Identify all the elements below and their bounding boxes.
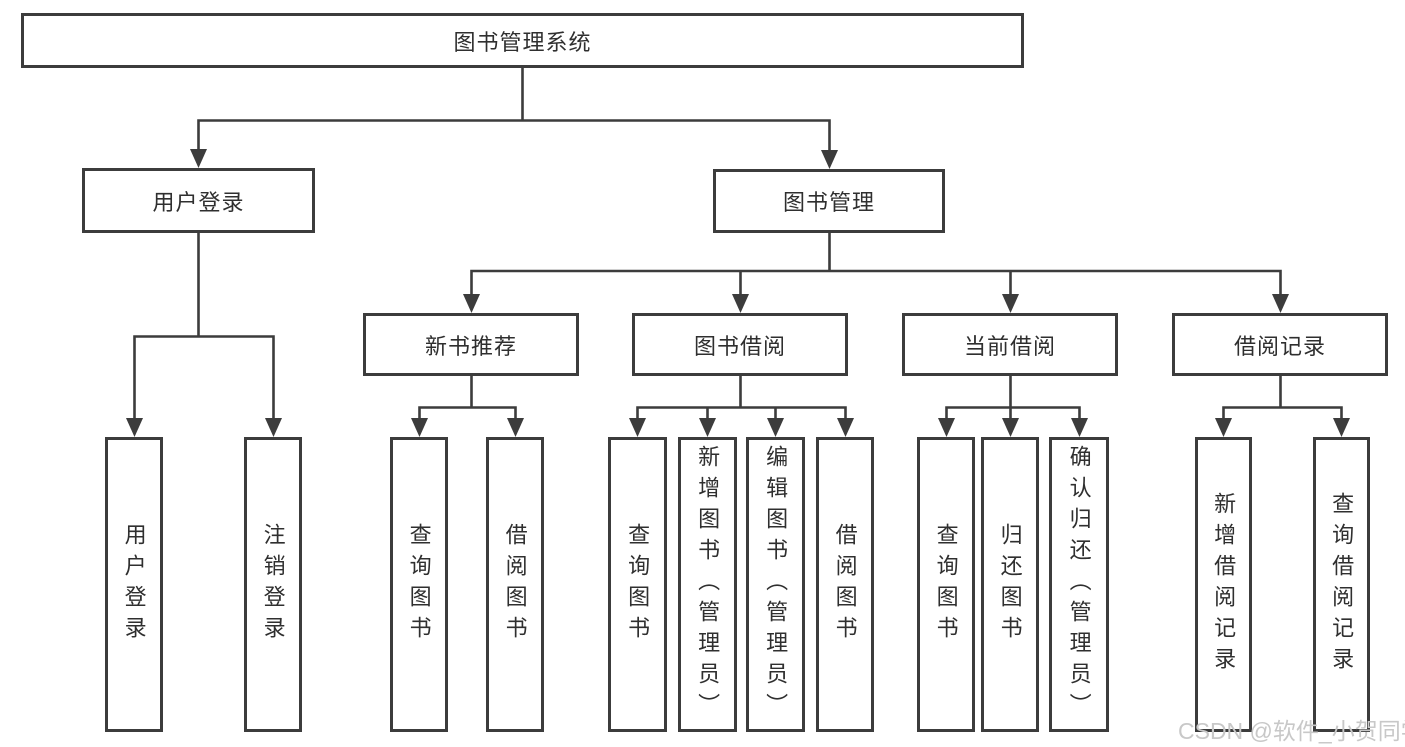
leaf-add-borrow-record: 新增借阅记录: [1195, 437, 1252, 732]
leaf-add-books-admin: 新增图书（管理员）: [678, 437, 737, 732]
node-new-book-recommendation: 新书推荐: [363, 313, 579, 376]
arrowhead-icon: [411, 418, 428, 437]
arrowhead-icon: [190, 149, 207, 168]
arrowhead-icon: [1002, 294, 1019, 313]
leaf-label: 注销登录: [260, 522, 286, 647]
arrowhead-icon: [767, 418, 784, 437]
arrowhead-icon: [699, 418, 716, 437]
leaf-confirm-return-admin: 确认归还（管理员）: [1049, 437, 1109, 732]
arrowhead-icon: [463, 294, 480, 313]
node-book-borrowing: 图书借阅: [632, 313, 848, 376]
leaf-edit-books-admin: 编辑图书（管理员）: [746, 437, 805, 732]
arrowhead-icon: [837, 418, 854, 437]
leaf-query-borrow-record: 查询借阅记录: [1313, 437, 1370, 732]
leaf-label: 查询图书: [406, 522, 432, 647]
leaf-user-login: 用户登录: [105, 437, 163, 732]
csdn-watermark: CSDN @软件_小贺同学: [1178, 718, 1405, 744]
arrowhead-icon: [1002, 418, 1019, 437]
arrowhead-icon: [265, 418, 282, 437]
leaf-borrow-books: 借阅图书: [816, 437, 874, 732]
leaf-label: 归还图书: [997, 522, 1023, 647]
arrowhead-icon: [629, 418, 646, 437]
leaf-label: 查询图书: [933, 522, 959, 647]
leaf-borrow-books: 借阅图书: [486, 437, 544, 732]
leaf-label: 编辑图书（管理员）: [763, 445, 789, 724]
leaf-label: 确认归还（管理员）: [1066, 445, 1092, 724]
node-current-borrowing: 当前借阅: [902, 313, 1118, 376]
leaf-query-books: 查询图书: [917, 437, 975, 732]
leaf-query-books: 查询图书: [608, 437, 667, 732]
tree-connector-path: [133, 68, 1343, 420]
arrowhead-icon: [507, 418, 524, 437]
node-user-login: 用户登录: [82, 168, 315, 233]
leaf-query-books: 查询图书: [390, 437, 448, 732]
leaf-label: 借阅图书: [832, 522, 858, 647]
arrowhead-icon: [821, 150, 838, 169]
node-borrowing-records: 借阅记录: [1172, 313, 1388, 376]
leaf-label: 新增借阅记录: [1211, 491, 1237, 678]
leaf-label: 查询借阅记录: [1329, 491, 1355, 678]
arrowhead-icon: [1333, 418, 1350, 437]
leaf-label: 查询图书: [625, 522, 651, 647]
arrowhead-icon: [1215, 418, 1232, 437]
leaf-label: 借阅图书: [502, 522, 528, 647]
node-book-management: 图书管理: [713, 169, 945, 233]
arrowhead-icon: [126, 418, 143, 437]
leaf-return-books: 归还图书: [981, 437, 1039, 732]
arrowhead-icon: [938, 418, 955, 437]
arrowhead-icon: [1071, 418, 1088, 437]
leaf-label: 用户登录: [121, 522, 147, 647]
arrowhead-icon: [1272, 294, 1289, 313]
leaf-logout: 注销登录: [244, 437, 302, 732]
arrowhead-icon: [732, 294, 749, 313]
leaf-label: 新增图书（管理员）: [695, 445, 721, 724]
node-library-management-system: 图书管理系统: [21, 13, 1024, 68]
